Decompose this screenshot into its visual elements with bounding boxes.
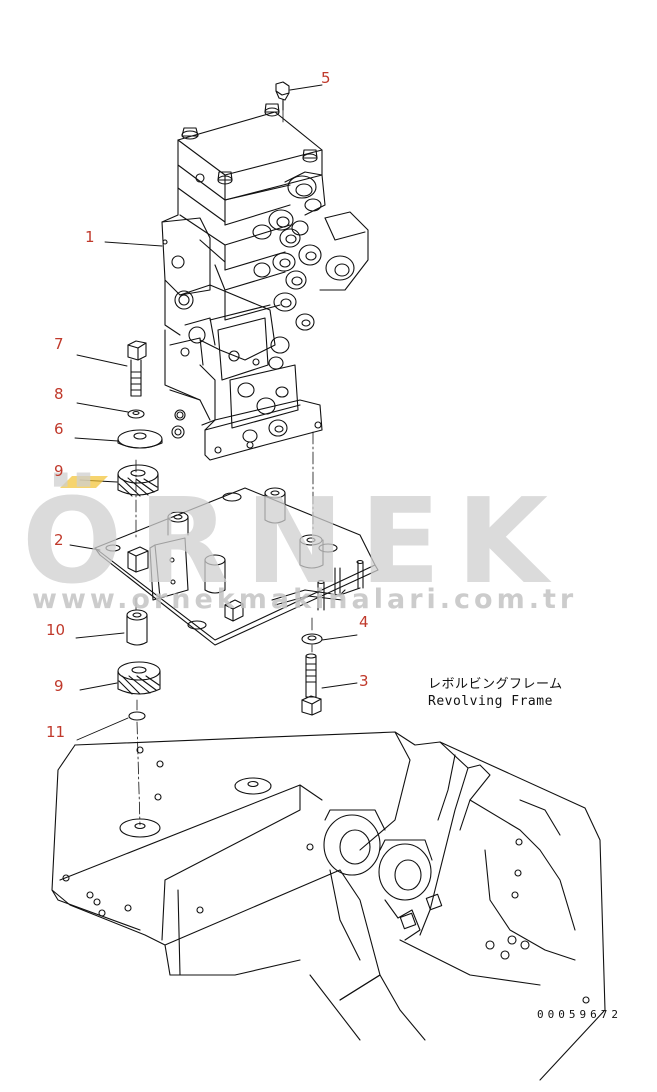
callout-10: 10 bbox=[46, 621, 66, 639]
watermark-brand: ÖRNEK bbox=[22, 472, 564, 610]
mounting-plate bbox=[94, 487, 379, 646]
callout-5: 5 bbox=[321, 69, 331, 87]
drawing-number: 00059672 bbox=[537, 1008, 622, 1021]
rubber-mount-9-upper bbox=[117, 464, 159, 497]
bolt-7-part bbox=[127, 340, 147, 397]
callout-3: 3 bbox=[359, 672, 369, 690]
callout-7: 7 bbox=[54, 335, 64, 353]
watermark-accent-stripe bbox=[60, 476, 108, 488]
revolving-frame bbox=[51, 731, 606, 1081]
callout-4: 4 bbox=[359, 613, 369, 631]
frame-label-japanese: レボルビングフレーム bbox=[428, 677, 563, 692]
rubber-mount-9-lower bbox=[117, 661, 161, 695]
washer-8-part bbox=[127, 409, 145, 419]
callout-11: 11 bbox=[46, 723, 66, 741]
bolt-3-part bbox=[301, 653, 322, 716]
callout-1: 1 bbox=[85, 228, 95, 246]
washer-11-part bbox=[128, 711, 146, 721]
watermark-url: www.ornekmakinalari.com.tr bbox=[32, 584, 578, 615]
callout-6: 6 bbox=[54, 420, 64, 438]
washer-6-part bbox=[117, 429, 163, 449]
frame-label-english: Revolving Frame bbox=[428, 694, 553, 709]
callout-2: 2 bbox=[54, 531, 64, 549]
callout-8: 8 bbox=[54, 385, 64, 403]
washer-4-part bbox=[301, 633, 323, 645]
control-valve-assembly bbox=[161, 103, 369, 461]
alignment-lines bbox=[135, 109, 314, 826]
callout-leader-lines bbox=[69, 84, 358, 741]
spacer-10-part bbox=[126, 609, 148, 646]
callout-9-upper: 9 bbox=[54, 462, 64, 480]
bolt-5-part bbox=[275, 81, 290, 111]
callout-9-lower: 9 bbox=[54, 677, 64, 695]
